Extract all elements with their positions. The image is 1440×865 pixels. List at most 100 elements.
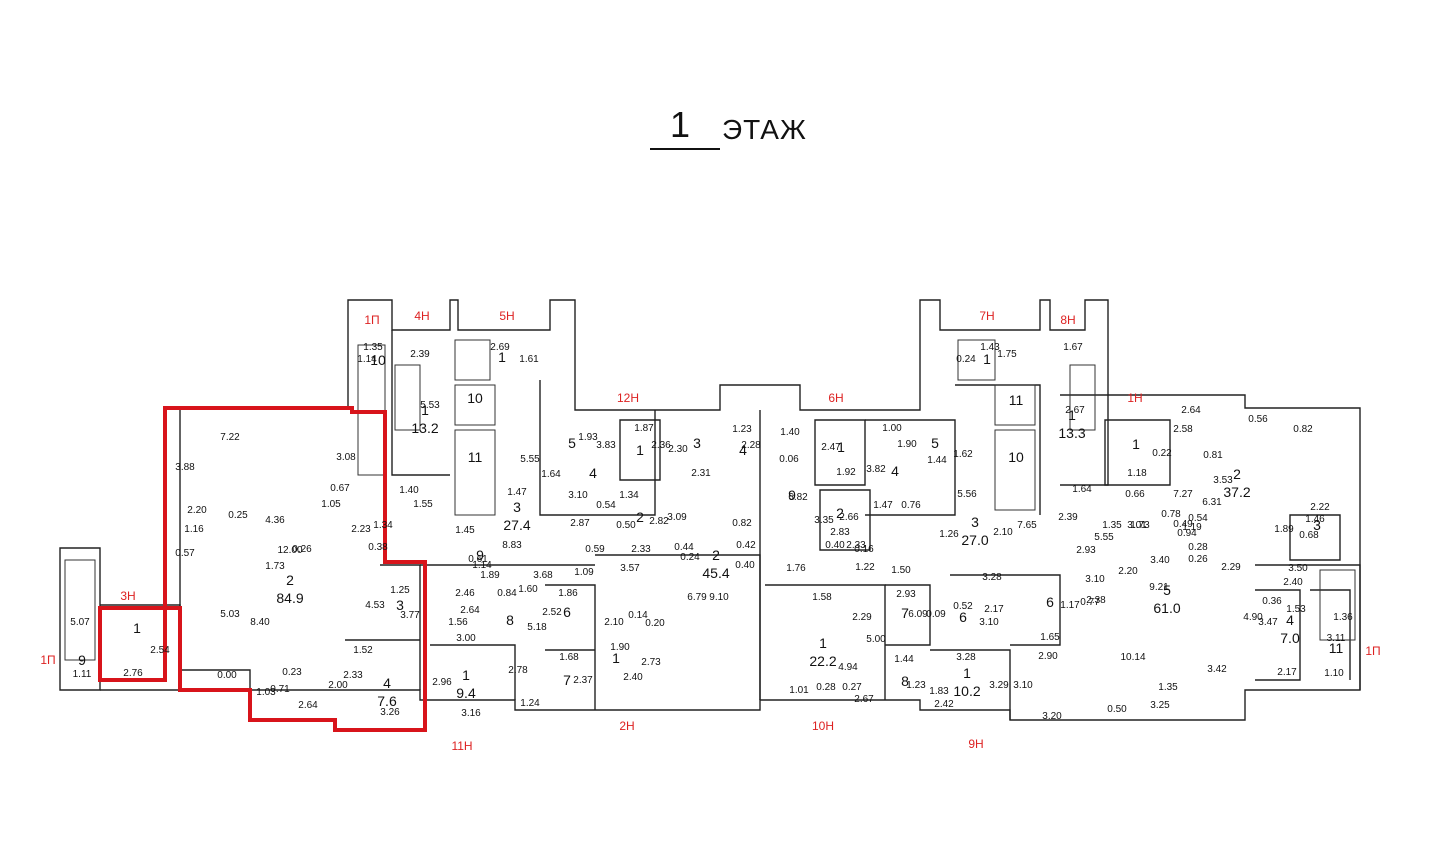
dimension-68: 9.10: [709, 592, 729, 603]
dimension-84: 1.86: [558, 588, 578, 599]
dimension-22: 5.03: [220, 609, 240, 620]
dimension-112: 2.66: [839, 512, 859, 523]
dimension-18: 1.34: [373, 520, 393, 531]
room-area-l1_13: 13.2: [411, 420, 438, 436]
dimension-65: 3.09: [667, 512, 687, 523]
dimension-39: 1.11: [73, 669, 92, 680]
entrance-tag-4: 6Н: [828, 391, 843, 405]
dimension-137: 2.42: [934, 699, 954, 710]
dimension-179: 0.26: [1188, 554, 1208, 565]
room-area-r4_70: 7.0: [1280, 630, 1300, 646]
dimension-34: 2.64: [298, 700, 318, 711]
dimension-92: 1.68: [559, 652, 579, 663]
dimension-49: 3.10: [568, 490, 588, 501]
dimension-114: 2.33: [846, 540, 866, 551]
room-area-l4b: 7.6: [377, 693, 397, 709]
room-area-r1_102: 10.2: [953, 683, 980, 699]
dimension-154: 1.67: [1063, 342, 1083, 353]
dimension-203: 0.50: [1107, 704, 1127, 715]
room-number-l10e: 10: [467, 390, 483, 406]
dimension-50: 0.54: [596, 500, 616, 511]
dimension-31: 2.00: [328, 680, 348, 691]
room-number-r5: 5: [931, 435, 939, 451]
dimension-93: 2.37: [573, 675, 593, 686]
dimension-76: 1.60: [518, 584, 538, 595]
entrance-tag-0: 1П: [364, 313, 379, 327]
dimension-127: 5.00: [866, 634, 886, 645]
dimension-142: 2.17: [984, 604, 1004, 615]
dimension-35: 3.26: [380, 707, 400, 718]
dimension-202: 3.20: [1042, 711, 1062, 722]
entrance-tag-13: 9Н: [968, 737, 983, 751]
entrance-tag-10: 11Н: [451, 739, 472, 753]
dimension-67: 6.79: [687, 592, 707, 603]
room-number-l9s: 9: [78, 652, 86, 668]
dimension-172: 6.31: [1202, 497, 1222, 508]
dimension-42: 1.45: [455, 525, 475, 536]
dimension-117: 1.22: [855, 562, 875, 573]
dimension-136: 1.83: [929, 686, 949, 697]
dimension-194: 3.11: [1327, 633, 1346, 644]
dimension-110: 0.76: [901, 500, 921, 511]
walls: [59, 299, 1361, 721]
dimension-169: 0.81: [1203, 450, 1223, 461]
dimension-79: 1.89: [480, 570, 500, 581]
dimension-97: 1.24: [520, 698, 540, 709]
dimension-184: 0.68: [1299, 530, 1319, 541]
dimension-88: 0.14: [628, 610, 648, 621]
room-number-l3t: 3: [693, 435, 701, 451]
dimension-109: 1.47: [873, 500, 893, 511]
room-number-l7: 7: [563, 672, 571, 688]
dimension-195: 2.17: [1277, 667, 1297, 678]
dimension-12: 4.36: [265, 515, 285, 526]
dimension-51: 2.87: [570, 518, 590, 529]
room-number-l1_94: 1: [462, 667, 470, 683]
room-area-r1_222: 22.2: [809, 653, 836, 669]
dimension-176: 1.19: [1182, 522, 1202, 533]
room-number-r1_133: 1: [1068, 407, 1076, 423]
dimension-47: 1.93: [578, 432, 598, 443]
dimension-120: 2.10: [993, 527, 1013, 538]
dimension-193: 1.36: [1333, 612, 1353, 623]
dimension-199: 3.10: [1013, 680, 1033, 691]
dimension-89: 0.20: [645, 618, 665, 629]
floor-number: 1: [670, 104, 691, 145]
dimension-30: 2.33: [343, 670, 363, 681]
room-number-l5: 5: [568, 435, 576, 451]
dimension-29: 1.52: [353, 645, 373, 656]
entrance-tag-14: 1П: [1365, 644, 1380, 658]
room-number-l2: 2: [286, 572, 294, 588]
dimension-99: 0.06: [779, 454, 799, 465]
dimension-21: 1.73: [265, 561, 285, 572]
dimension-20: 0.26: [292, 544, 312, 555]
dimension-54: 2.82: [649, 516, 669, 527]
dimension-6: 7.22: [220, 432, 240, 443]
dimension-116: 0.40: [825, 540, 845, 551]
dimension-185: 2.29: [1221, 562, 1241, 573]
dimension-156: 1.64: [1072, 484, 1092, 495]
dimension-57: 1.87: [634, 423, 654, 434]
room-area-l3: 27.4: [503, 517, 530, 533]
dimension-90: 2.73: [641, 657, 661, 668]
dimension-16: 2.23: [351, 524, 371, 535]
dimension-132: 1.01: [789, 685, 809, 696]
dimension-10: 2.20: [187, 505, 207, 516]
room-area-l1_94: 9.4: [456, 685, 476, 701]
room-number-r4_70: 4: [1286, 612, 1294, 628]
room-number-r9: 9: [788, 487, 796, 503]
room-area-l2big: 45.4: [702, 565, 729, 581]
dimension-15: 0.57: [175, 548, 195, 559]
dimension-113: 2.83: [830, 527, 850, 538]
room-number-r2_372: 2: [1233, 466, 1241, 482]
dimension-25: 4.53: [365, 600, 385, 611]
dimension-155: 2.67: [1065, 405, 1085, 416]
room-number-l9w: 9: [476, 547, 484, 563]
dimension-2: 1.35: [363, 342, 383, 353]
dimension-19: 12.00: [277, 545, 302, 556]
room-number-l3: 3: [513, 499, 521, 515]
dimension-183: 1.89: [1274, 524, 1294, 535]
dimension-163: 1.18: [1127, 468, 1147, 479]
dimension-71: 0.42: [736, 540, 756, 551]
dimension-151: 1.43: [980, 342, 1000, 353]
